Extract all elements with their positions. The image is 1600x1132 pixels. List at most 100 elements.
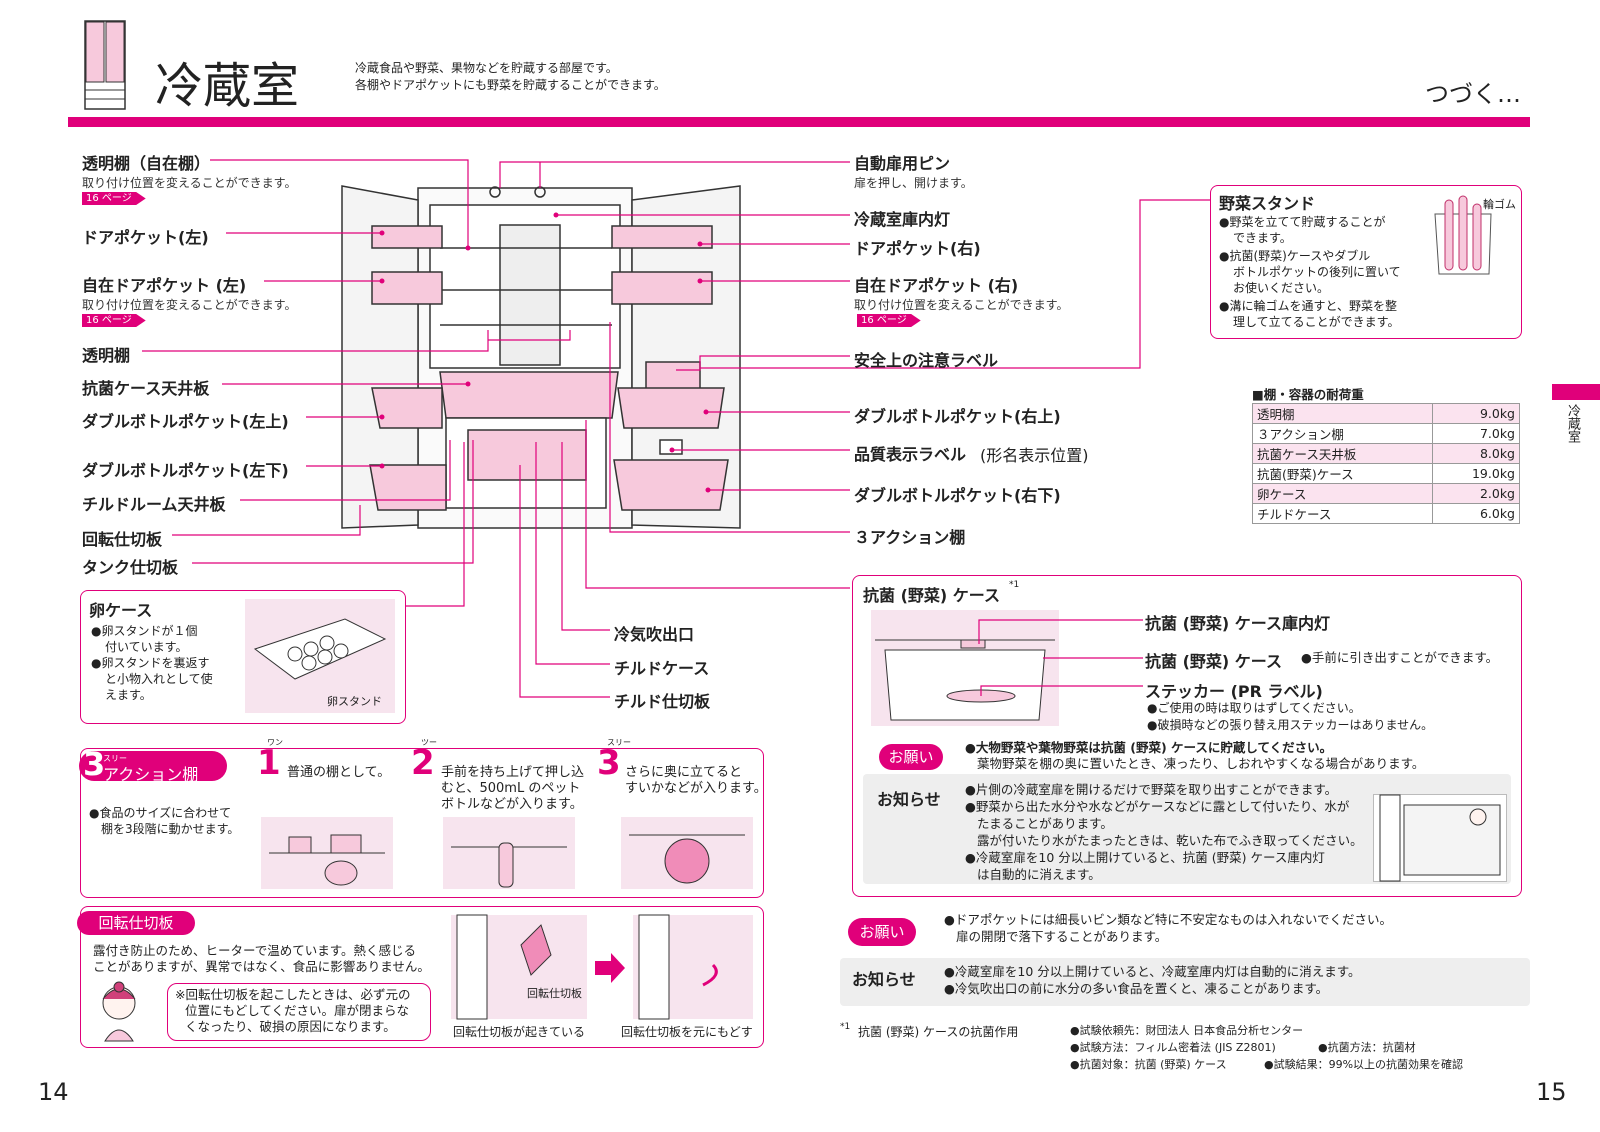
kaiten-image-1: 回転仕切板	[451, 914, 587, 1020]
load-item-value: 6.0kg	[1432, 503, 1520, 524]
page-title: 冷蔵室	[155, 58, 300, 114]
header-desc-1: 冷蔵食品や野菜、果物などを貯蔵する部屋です。	[355, 61, 618, 75]
label-toumei-jizai: 透明棚（自在棚）	[82, 154, 211, 173]
veg-case-sticker-n2: ●破損時などの張り替え用ステッカーはありません。	[1147, 718, 1434, 732]
bottom-onegai-a: ●ドアポケットには細長いビン類など特に不安定なものは入れないでください。	[944, 912, 1393, 927]
step1-num: 1	[257, 743, 281, 783]
onegai-badge-1: お願い	[879, 744, 943, 770]
veg-door-image	[1373, 794, 1507, 882]
three-action-desc-b: 棚を3段階に動かせます。	[101, 822, 240, 836]
page-ref-3[interactable]: 16 ページ	[857, 314, 921, 327]
label-toumei-jizai-sub: 取り付け位置を変えることができます。	[82, 176, 297, 190]
label-koukin-tenjou: 抗菌ケース天井板	[82, 379, 210, 398]
vegetable-stand-title: 野菜スタンド	[1219, 194, 1316, 213]
footnote-l3a: ●抗菌対象：抗菌 (野菜) ケース	[1070, 1058, 1227, 1071]
page-number-right: 15	[1536, 1078, 1567, 1106]
kaiten-desc-b: ことがありますが、異常ではなく、食品に影響ありません。	[93, 959, 430, 974]
bottom-n1: ●冷蔵室扉を10 分以上開けていると、冷蔵室庫内灯は自動的に消えます。	[944, 964, 1361, 979]
egg-b1b: 付いています。	[105, 640, 188, 654]
step3-num: 3	[597, 743, 621, 783]
veg-n2a: ●野菜から出た水分や水などがケースなどに露として付いたり、水が	[965, 799, 1350, 814]
kaiten-caption-2: 回転仕切板を元にもどす	[621, 1025, 753, 1039]
veg-case-case-label: 抗菌 (野菜) ケース	[1145, 652, 1282, 671]
rubber-label: 輪ゴム	[1483, 198, 1516, 211]
load-item-name: 透明棚	[1251, 403, 1434, 424]
footnote-l1: ●試験依頼先：財団法人 日本食品分析センター	[1070, 1024, 1304, 1037]
egg-b2a: ●卵スタンドを裏返す	[91, 656, 210, 670]
veg-onegai-a: ●大物野菜や葉物野菜は抗菌 (野菜) ケースに貯蔵してください。	[965, 740, 1333, 755]
person-icon	[102, 981, 136, 1042]
kaiten-desc-a: 露付き防止のため、ヒーターで温めています。熱く感じる	[93, 943, 417, 958]
label-chilled-tenjou: チルドルーム天井板	[82, 495, 226, 514]
egg-b1a: ●卵スタンドが１個	[91, 624, 198, 638]
bottom-n2: ●冷気吹出口の前に水分の多い食品を置くと、凍ることがあります。	[944, 981, 1329, 996]
veg-n2b: たまることがあります。	[977, 816, 1113, 831]
bottom-oshirase-panel	[840, 958, 1530, 1006]
label-chilled-case: チルドケース	[614, 659, 710, 678]
label-auto-pin: 自動扉用ピン	[854, 154, 951, 173]
veg-n1: ●片側の冷蔵室扉を開けるだけで野菜を取り出すことができます。	[965, 782, 1338, 797]
three-action-title: アクション棚	[103, 765, 199, 784]
label-double-left-lower: ダブルボトルポケット(左下)	[82, 461, 289, 480]
veg-b3b: 理して立てることができます。	[1233, 315, 1400, 329]
label-three-action: ３アクション棚	[854, 528, 966, 547]
step2-text-c: ボトルなどが入ります。	[441, 797, 583, 812]
label-quality: 品質表示ラベル	[854, 445, 967, 464]
kaiten-note-bubble	[167, 983, 431, 1041]
label-kaiten: 回転仕切板	[82, 530, 163, 549]
arrow-right-icon	[595, 953, 625, 983]
bottom-onegai-b: 扉の開閉で落下することがあります。	[956, 929, 1168, 944]
load-item-name: チルドケース	[1251, 503, 1434, 524]
label-double-right-lower: ダブルボトルポケット(右下)	[854, 486, 1061, 505]
page-ref-1[interactable]: 16 ページ	[82, 192, 146, 205]
header-rule	[68, 117, 1530, 127]
veg-n3a: ●冷蔵室扉を10 分以上開けていると、抗菌 (野菜) ケース庫内灯	[965, 850, 1325, 865]
step3-image	[621, 817, 753, 889]
header-desc-2: 各棚やドアポケットにも野菜を貯蔵することができます。	[355, 78, 666, 92]
label-chilled-partition: チルド仕切板	[614, 692, 711, 711]
veg-case-case-note: ●手前に引き出すことができます。	[1301, 650, 1499, 665]
load-item-name: 抗菌ケース天井板	[1251, 443, 1434, 464]
label-auto-pin-sub: 扉を押し、開けます。	[854, 176, 973, 190]
vegetable-stand-box: 野菜スタンド ●野菜を立てて貯蔵することが できます。 ●抗菌(野菜)ケースやダ…	[1210, 185, 1522, 339]
fridge-icon	[84, 20, 126, 110]
footnote-mark: *1	[840, 1022, 851, 1032]
label-safety: 安全上の注意ラベル	[854, 351, 999, 370]
step3-text-a: さらに奥に立てると	[625, 765, 743, 780]
veg-case-box: 抗菌 (野菜) ケース *1 抗菌 (野菜) ケース庫内灯 抗菌 (野菜) ケー…	[852, 575, 1522, 897]
veg-case-leaders	[978, 619, 1143, 696]
step3-ruby: スリー	[607, 738, 631, 747]
step2-text-a: 手前を持ち上げて押し込	[441, 765, 585, 780]
label-door-left: ドアポケット(左)	[82, 228, 209, 247]
load-item-name: 卵ケース	[1251, 483, 1434, 504]
continue-text: つづく…	[1425, 80, 1521, 108]
egg-case-box: 卵ケース ●卵スタンドが１個 付いています。 ●卵スタンドを裏返す と小物入れと…	[80, 590, 406, 724]
label-door-right: ドアポケット(右)	[854, 239, 981, 258]
label-double-right-upper: ダブルボトルポケット(右上)	[854, 407, 1061, 426]
kaiten-pill: 回転仕切板	[77, 911, 195, 935]
label-cold-air: 冷気吹出口	[614, 625, 695, 644]
side-tab	[1552, 384, 1600, 400]
egg-stand-label: 卵スタンド	[327, 695, 382, 708]
side-tab-text: 冷蔵室	[1565, 404, 1580, 443]
page-ref-2[interactable]: 16 ページ	[82, 314, 146, 327]
label-toumei: 透明棚	[82, 346, 131, 365]
label-jizai-door-left-sub: 取り付け位置を変えることができます。	[82, 298, 297, 312]
three-action-ruby: スリー	[103, 754, 127, 763]
load-item-value: 7.0kg	[1432, 423, 1520, 444]
step1-ruby: ワン	[267, 738, 283, 747]
onegai-badge-2: お願い	[848, 918, 916, 946]
step2-ruby: ツー	[421, 738, 437, 747]
label-light: 冷蔵室庫内灯	[854, 210, 951, 229]
page-number-left: 14	[38, 1078, 69, 1106]
veg-case-image	[871, 610, 1059, 726]
three-action-box: 3 スリー アクション棚 ●食品のサイズに合わせて 棚を3段階に動かせます。 1…	[79, 738, 767, 898]
kaiten-box: 回転仕切板 露付き防止のため、ヒーターで温めています。熱く感じる ことがあります…	[77, 906, 764, 1048]
label-tank: タンク仕切板	[82, 558, 179, 577]
kaiten-image-2	[633, 914, 753, 1020]
